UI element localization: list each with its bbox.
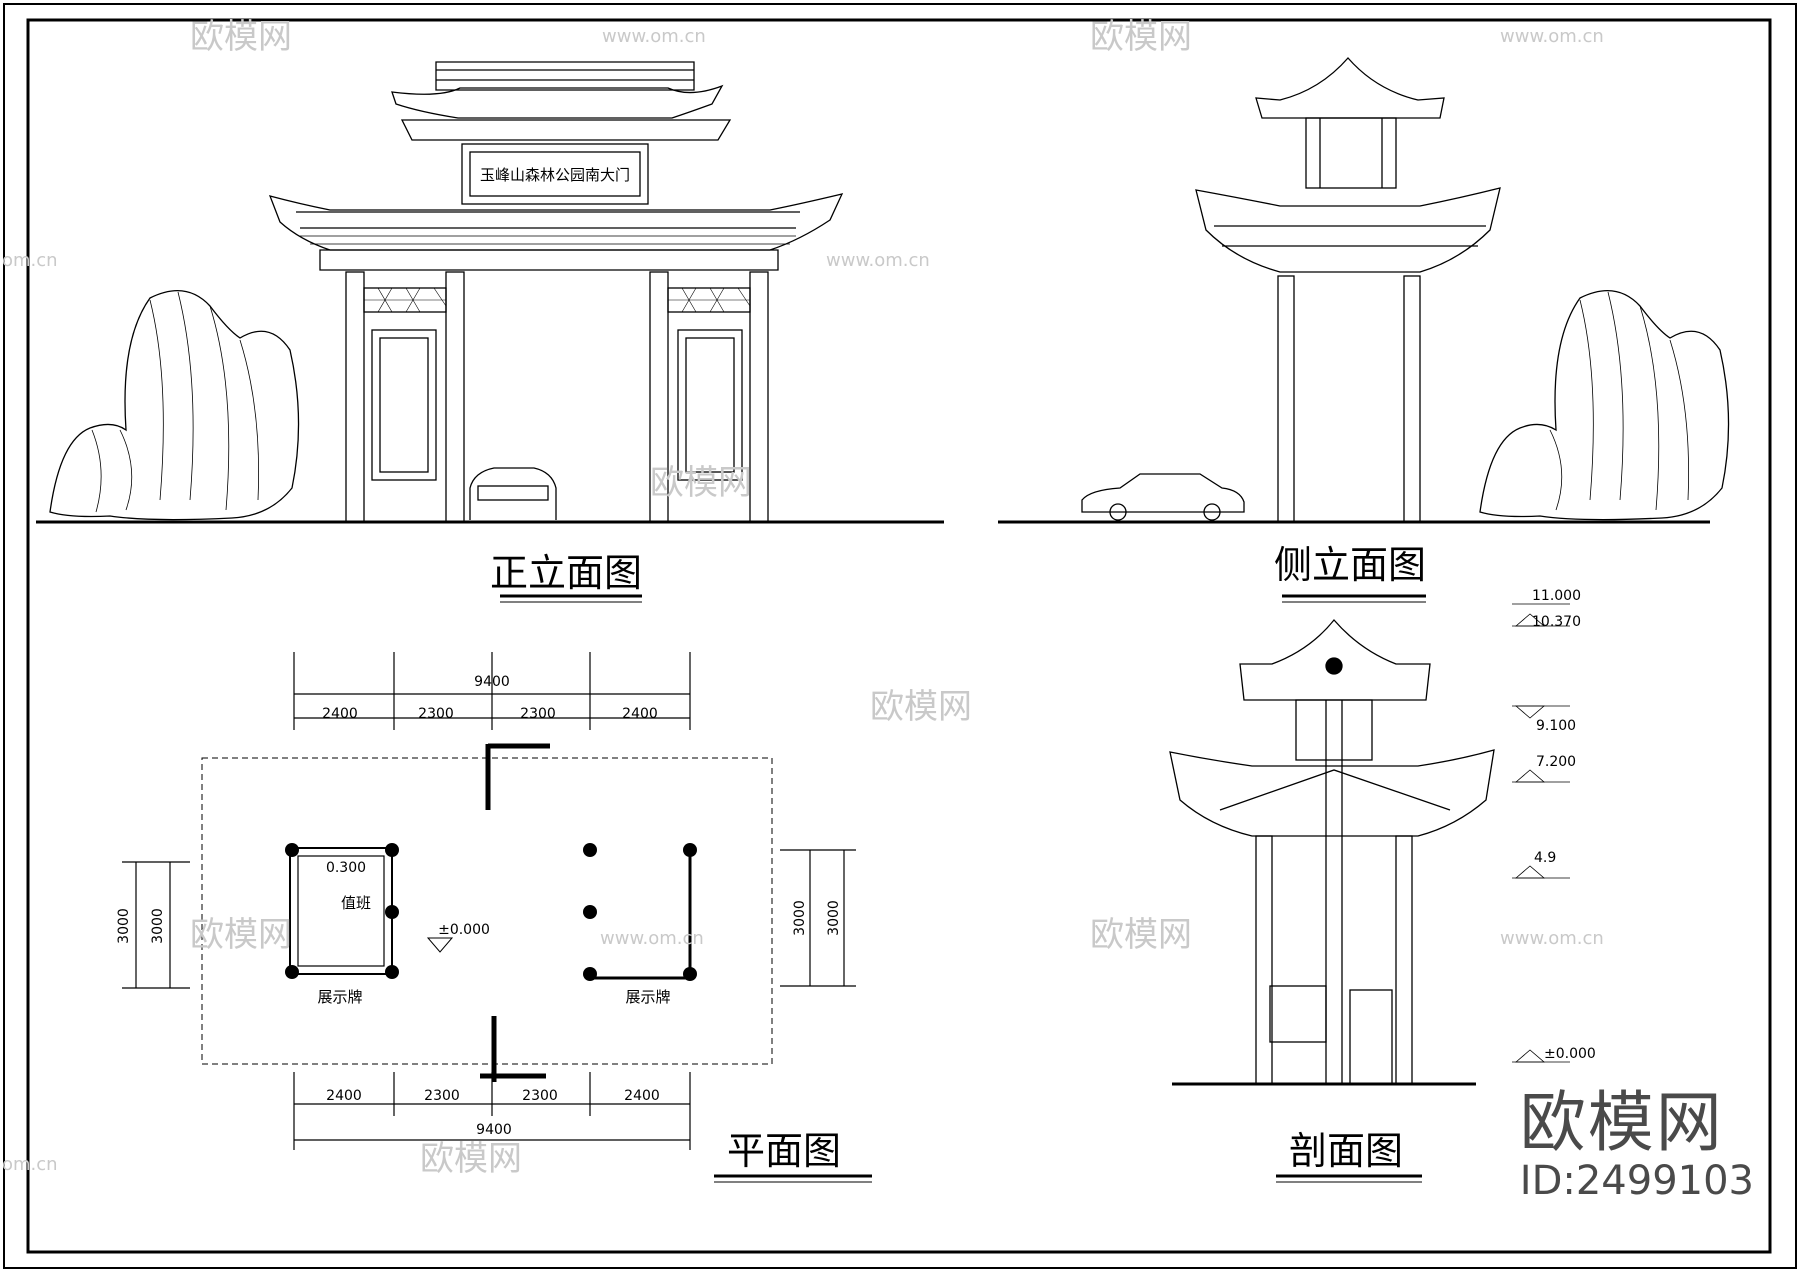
- dim-top-2: 2300: [418, 706, 454, 722]
- floor-plan: [122, 652, 856, 1150]
- watermark-name: 欧模网: [190, 915, 292, 955]
- dim-bottom-2: 2300: [424, 1088, 460, 1104]
- dim-bottom-3: 2300: [522, 1088, 558, 1104]
- dim-bottom-total: 9400: [476, 1122, 512, 1138]
- dim-top-1: 2400: [322, 706, 358, 722]
- watermark-name: 欧模网: [420, 1139, 522, 1179]
- elev-10370: 10.370: [1532, 614, 1581, 630]
- title-front-elevation: 正立面图: [490, 551, 642, 595]
- outer-border: [3, 3, 1797, 1269]
- title-plan: 平面图: [727, 1129, 841, 1173]
- board-label-right: 展示牌: [625, 988, 670, 1006]
- dim-right-2: 3000: [826, 900, 842, 936]
- dim-top-4: 2400: [622, 706, 658, 722]
- floor-level: ±0.000: [438, 922, 490, 938]
- watermark-name: 欧模网: [1090, 17, 1192, 57]
- watermark-site: www.om.cn: [600, 928, 704, 949]
- dim-bottom-1: 2400: [326, 1088, 362, 1104]
- elev-9100: 9.100: [1536, 718, 1576, 734]
- brand-name: 欧模网: [1519, 1084, 1724, 1161]
- dim-left-2: 3000: [150, 908, 166, 944]
- floor-level-marker: [426, 937, 454, 953]
- watermark-site: www.om.cn: [1500, 928, 1604, 949]
- elev-11000: 11.000: [1532, 588, 1581, 604]
- watermarks: 欧模网 www.om.cn 欧模网 www.om.cn om.cn www.om…: [2, 17, 1604, 1179]
- room-level: 0.300: [326, 860, 366, 876]
- title-section: 剖面图: [1289, 1129, 1403, 1173]
- dim-left-1: 3000: [116, 908, 132, 944]
- plan-columns: [285, 843, 697, 981]
- watermark-short: om.cn: [2, 1154, 58, 1175]
- room-name: 值班: [341, 894, 371, 912]
- dim-bottom-4: 2400: [624, 1088, 660, 1104]
- plan-dimensions: 9400 2400 2300 2300 2400 2400 2300 2300 …: [116, 674, 842, 1138]
- plaque-text: 玉峰山森林公园南大门: [480, 166, 630, 184]
- watermark-site: www.om.cn: [602, 26, 706, 47]
- brand-block: 欧模网 ID:2499103: [1519, 1084, 1754, 1205]
- watermark-name: 欧模网: [1090, 915, 1192, 955]
- section-elevations: 11.000 10.370 9.100 7.200 4.9 ±0.000: [1532, 588, 1596, 1062]
- watermark-site: www.om.cn: [826, 250, 930, 271]
- section-drawing: [1169, 603, 1570, 1086]
- inner-border: [26, 18, 1772, 1254]
- dim-top-total: 9400: [474, 674, 510, 690]
- board-label-left: 展示牌: [317, 988, 362, 1006]
- title-side-elevation: 侧立面图: [1274, 543, 1426, 587]
- front-elevation: 玉峰山森林公园南大门: [36, 61, 944, 524]
- elev-7200: 7.200: [1536, 754, 1576, 770]
- watermark-name: 欧模网: [650, 463, 752, 503]
- watermark-site: www.om.cn: [1500, 26, 1604, 47]
- dim-top-3: 2300: [520, 706, 556, 722]
- view-titles: 正立面图 侧立面图 平面图 剖面图: [490, 543, 1426, 1183]
- watermark-name: 欧模网: [190, 17, 292, 57]
- elev-0000: ±0.000: [1544, 1046, 1596, 1062]
- side-elevation: [998, 57, 1730, 524]
- dim-right-1: 3000: [792, 900, 808, 936]
- brand-id: ID:2499103: [1519, 1158, 1754, 1204]
- elev-4900: 4.9: [1534, 850, 1556, 866]
- watermark-name: 欧模网: [870, 687, 972, 727]
- watermark-short: om.cn: [2, 250, 58, 271]
